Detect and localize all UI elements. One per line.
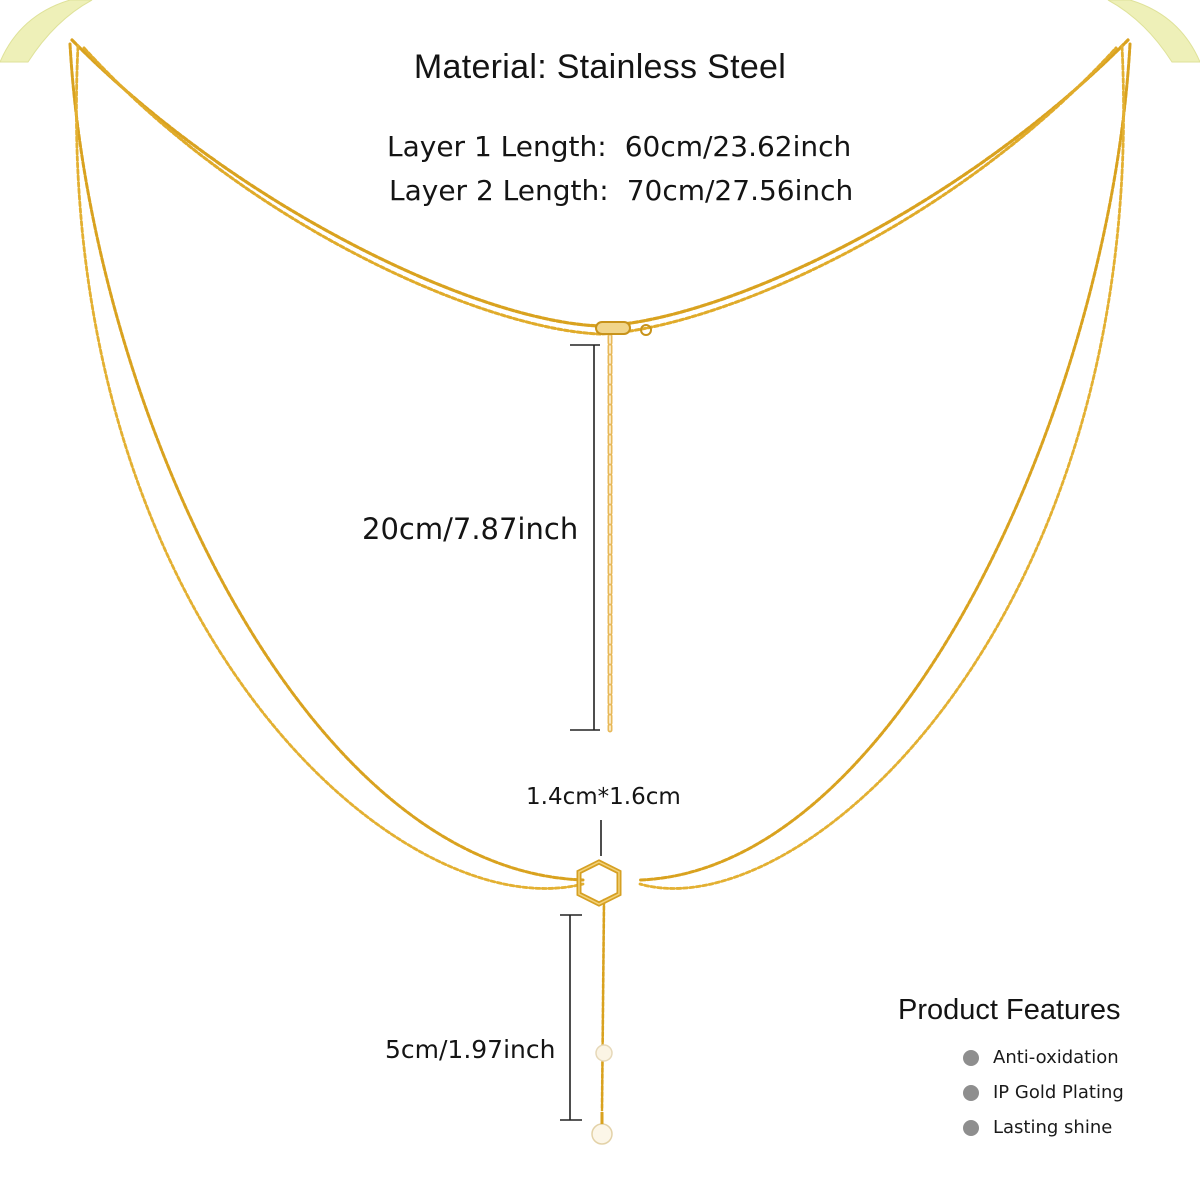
jump-ring [640, 324, 652, 336]
extender-length-label: 20cm/7.87inch [362, 512, 579, 546]
drop-length-label: 5cm/1.97inch [385, 1035, 556, 1064]
bullet-dot-icon [963, 1049, 979, 1066]
layer2-label: Layer 2 Length: [389, 174, 609, 207]
lobster-clasp [595, 321, 631, 335]
layer1-label: Layer 1 Length: [387, 130, 607, 163]
feature-item: IP Gold Plating [963, 1075, 1124, 1110]
feature-label: IP Gold Plating [993, 1082, 1124, 1103]
features-title: Product Features [898, 994, 1121, 1026]
feature-item: Anti-oxidation [963, 1040, 1124, 1075]
pendant-size-label: 1.4cm*1.6cm [526, 784, 681, 810]
display-stand-right [1107, 0, 1200, 63]
feature-label: Anti-oxidation [993, 1047, 1119, 1068]
chain-layer2-left-inner [75, 44, 585, 890]
feature-item: Lasting shine [963, 1110, 1124, 1145]
chain-layer2-right-inner [638, 44, 1125, 890]
chain-layer2-left-outer [68, 42, 585, 882]
pearl-upper [595, 1044, 613, 1062]
feature-label: Lasting shine [993, 1117, 1113, 1138]
bullet-dot-icon [963, 1119, 979, 1136]
display-stand-left [0, 0, 93, 63]
chain-layer2-right-outer [638, 42, 1132, 882]
layer2-length: Layer 2 Length: 70cm/27.56inch [389, 174, 853, 207]
layer1-length: Layer 1 Length: 60cm/23.62inch [387, 130, 851, 163]
layer2-value: 70cm/27.56inch [626, 174, 854, 207]
drop-chain [600, 898, 606, 1112]
bullet-dot-icon [963, 1084, 979, 1101]
features-list: Anti-oxidation IP Gold Plating Lasting s… [963, 1040, 1124, 1145]
pearl-lower [591, 1123, 613, 1145]
layer1-value: 60cm/23.62inch [624, 130, 852, 163]
material-title: Material: Stainless Steel [413, 48, 787, 86]
hexagon-pendant-highlight [578, 861, 620, 905]
